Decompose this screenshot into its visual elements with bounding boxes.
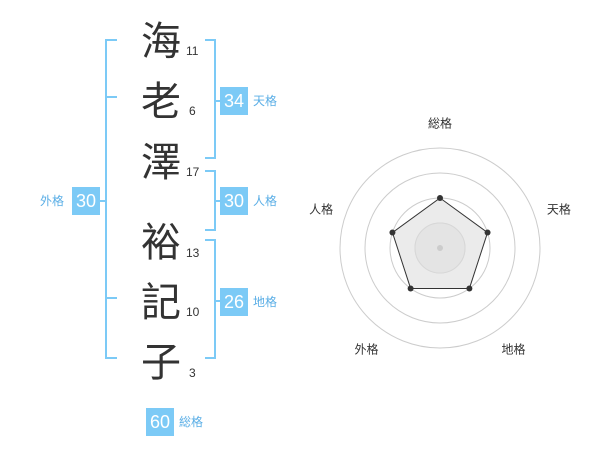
tenkaku-label: 天格 [253,94,278,108]
stroke-count-2: 6 [189,104,196,118]
stroke-count-5: 10 [186,305,200,319]
radar-center-dot [437,245,443,251]
name-char-2: 老 [141,79,181,125]
radar-point-3 [466,285,473,292]
gaikaku-bracket [105,39,117,359]
radar-axis-label-2: 天格 [546,202,571,217]
radar-ring [364,172,516,324]
stroke-count-6: 3 [189,366,196,380]
stroke-count-1: 11 [186,44,199,58]
radar-point-1 [437,195,443,201]
radar-point-4 [407,285,414,292]
jinkaku-value: 30 [220,187,248,215]
gaikaku-value: 30 [72,187,100,215]
radar-axis-label-1: 総格 [427,116,453,131]
radar-axis-label-4: 外格 [354,342,379,357]
radar-point-5 [389,229,396,236]
chikaku-bracket [205,239,216,359]
chikaku-value: 26 [220,288,248,316]
name-char-1: 海 [141,19,181,65]
radar-axis-label-3: 地格 [501,342,526,357]
stroke-count-4: 13 [186,246,200,260]
name-char-4: 裕 [141,220,181,266]
radar-axis-label-5: 人格 [309,202,334,217]
jinkaku-label: 人格 [253,194,278,208]
radar-ring [339,147,541,349]
tenkaku-bracket [205,39,216,159]
gaikaku-label: 外格 [40,194,65,208]
name-char-3: 澤 [141,140,181,186]
tenkaku-value: 34 [220,87,248,115]
radar-polygon [391,197,489,289]
chikaku-label: 地格 [253,295,278,309]
name-char-6: 子 [141,340,181,386]
stroke-count-3: 17 [186,165,200,179]
radar-point-2 [484,229,491,236]
soukaku-value: 60 [146,408,174,436]
name-char-5: 記 [141,280,181,326]
soukaku-label: 総格 [179,415,204,429]
